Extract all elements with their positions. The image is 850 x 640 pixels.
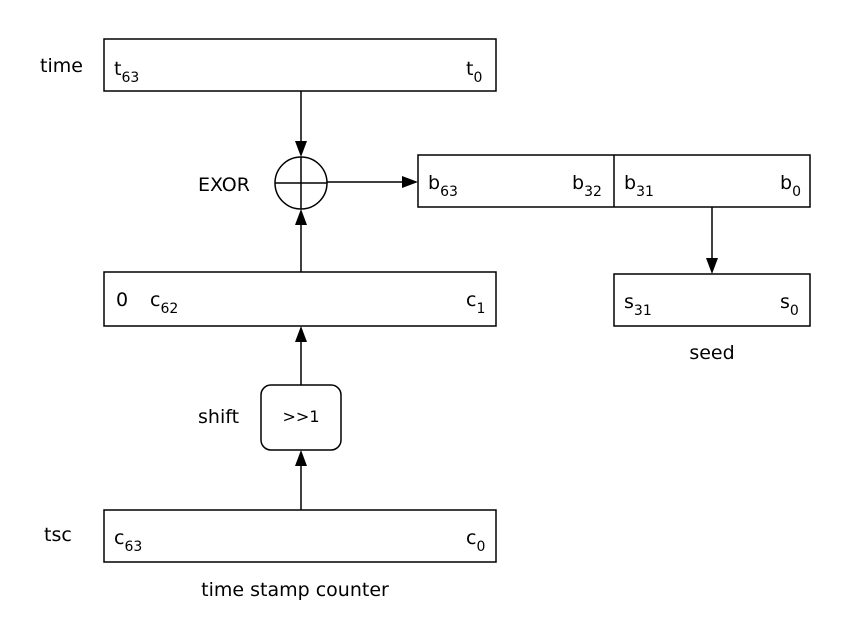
- shifted-register-box: [103, 271, 497, 327]
- shifted-msb-bit: c62: [150, 289, 178, 317]
- seed-msb-bit: s31: [624, 291, 652, 319]
- result-high-msb-bit: b63: [428, 172, 458, 200]
- time-register-box: [103, 38, 497, 92]
- shift-to-register-arrowhead: [295, 326, 307, 342]
- tsc-to-shift-arrowhead: [295, 450, 307, 466]
- time-lsb-bit: t0: [466, 58, 482, 86]
- exor-label: EXOR: [198, 174, 250, 196]
- shifted-to-exor-arrowhead: [295, 209, 307, 225]
- seed-register-box: [613, 273, 811, 327]
- tsc-register-box: [103, 509, 497, 563]
- result-to-seed-arrowhead: [706, 258, 718, 274]
- tsc-lsb-bit: c0: [466, 527, 485, 555]
- tsc-msb-bit: c63: [114, 527, 142, 555]
- shifted-fill-bit: 0: [116, 289, 128, 311]
- time-label: time: [40, 55, 83, 77]
- time-to-exor-arrowhead: [295, 141, 307, 157]
- shifted-lsb-bit: c1: [466, 289, 485, 317]
- seed-lsb-bit: s0: [780, 291, 799, 319]
- seed-label: seed: [689, 342, 734, 364]
- exor-to-result-arrowhead: [402, 176, 418, 188]
- exor-symbol: [274, 156, 328, 210]
- result-low-lsb-bit: b0: [780, 172, 801, 200]
- tsc-caption: time stamp counter: [201, 579, 389, 601]
- shift-operator-text: >>1: [283, 407, 320, 426]
- result-low-msb-bit: b31: [624, 172, 654, 200]
- shift-label: shift: [198, 406, 239, 428]
- tsc-label: tsc: [44, 524, 72, 546]
- result-high-lsb-bit: b32: [572, 172, 602, 200]
- time-msb-bit: t63: [114, 58, 139, 86]
